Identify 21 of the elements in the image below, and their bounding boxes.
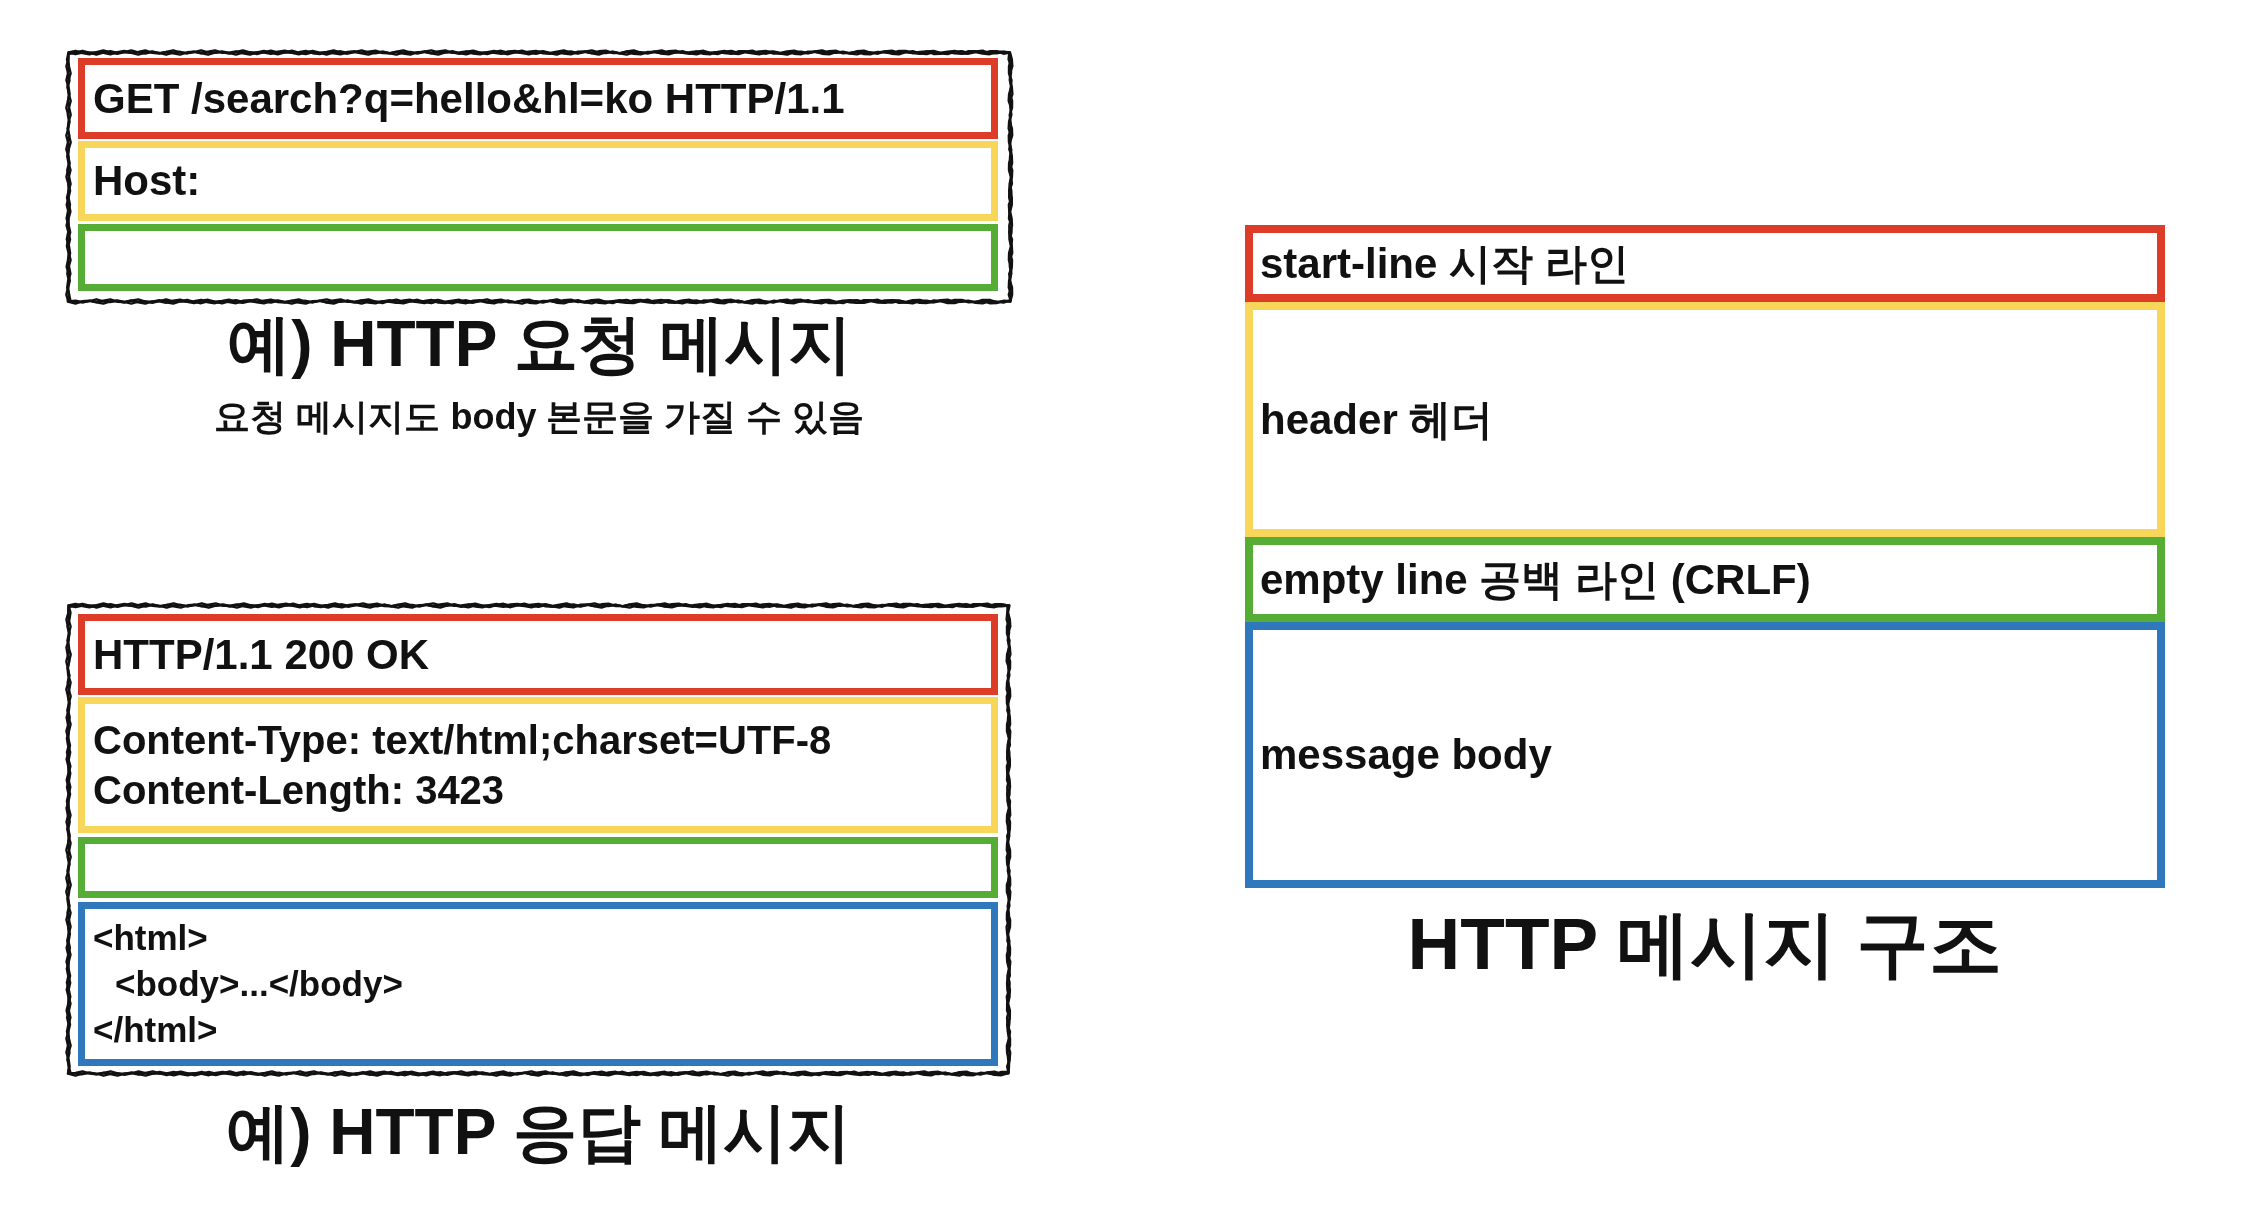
line-text: Content-Type: text/html;charset=UTF-8	[93, 717, 832, 764]
heading: HTTP 메시지 구조	[1407, 902, 2003, 986]
line-text: HTTP/1.1 200 OK	[93, 629, 430, 680]
line-text: </html>	[93, 1009, 218, 1051]
heading: 예) HTTP 응답 메시지	[226, 1096, 851, 1170]
line-text: Content-Length: 3423	[93, 767, 505, 814]
note-text: 요청 메시지도 body 본문을 가질 수 있음	[214, 396, 865, 438]
header-box	[78, 697, 998, 833]
heading: 예) HTTP 요청 메시지	[227, 308, 852, 382]
line-text: <body>...</body>	[115, 963, 403, 1005]
line-text: header 헤더	[1260, 394, 1494, 445]
line-text: empty line 공백 라인 (CRLF)	[1260, 554, 1811, 605]
line-text: GET /search?q=hello&hl=ko HTTP/1.1	[93, 73, 845, 124]
header-box	[78, 141, 998, 221]
line-text: <html>	[93, 917, 208, 959]
body-box	[78, 902, 998, 1066]
line-text: start-line 시작 라인	[1260, 238, 1629, 289]
body-box	[1245, 622, 2165, 888]
line-text: message body	[1260, 730, 1552, 780]
header-box	[1245, 302, 2165, 537]
line-text: Host:	[93, 156, 201, 206]
